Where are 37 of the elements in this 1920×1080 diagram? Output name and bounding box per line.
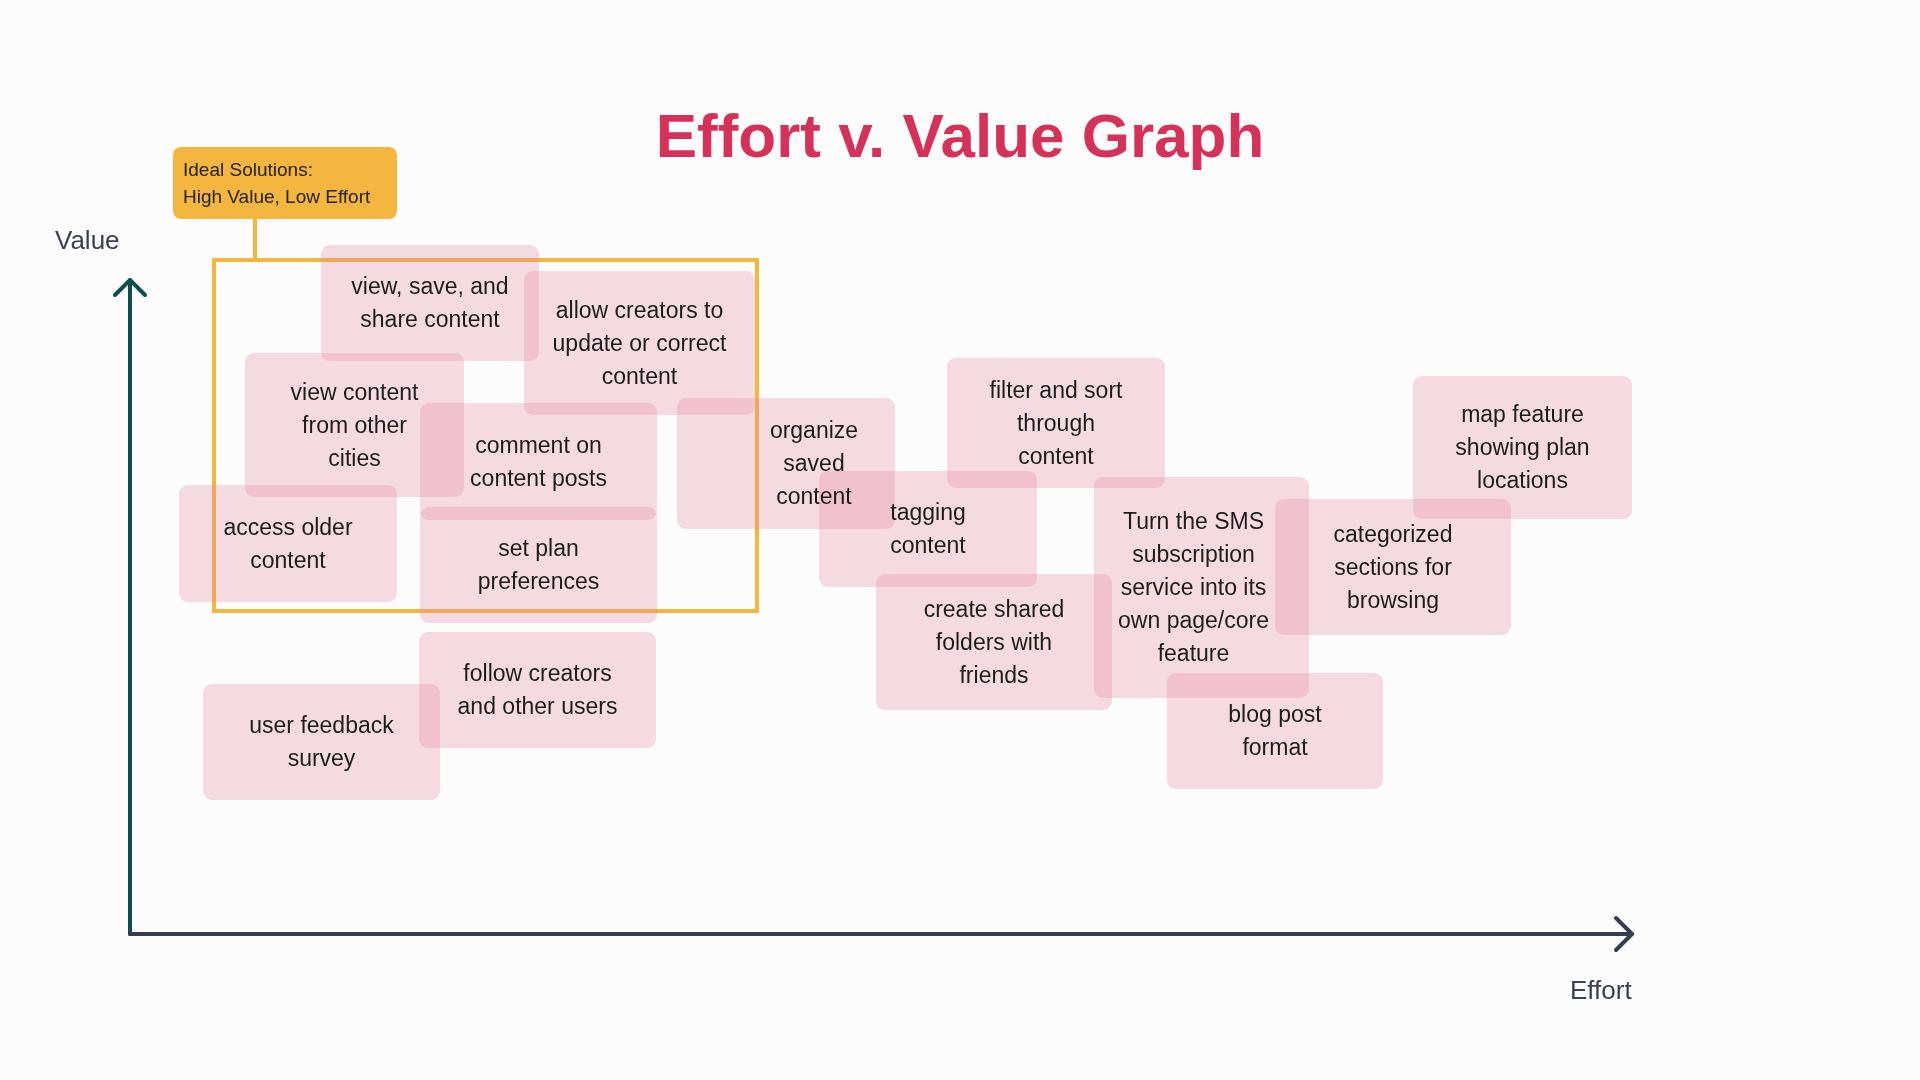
sticky-note <box>1413 376 1632 519</box>
note-text: tagging content <box>889 498 967 560</box>
note-text: access older content <box>222 512 354 575</box>
sticky-note <box>245 353 464 497</box>
note-text: categorized sections for browsing <box>1333 519 1453 615</box>
sticky-note <box>203 684 440 800</box>
note-text: map feature showing plan locations <box>1454 400 1591 495</box>
note-text: filter and sort through content <box>989 375 1123 471</box>
note-text: follow creators and other users <box>457 659 618 721</box>
sticky-note <box>1167 673 1383 789</box>
note-text: set plan preferences <box>477 534 600 596</box>
note-text: view, save, and share content <box>350 272 510 334</box>
note-text: allow creators to update or correct content <box>552 295 727 391</box>
sticky-note <box>876 574 1112 710</box>
callout-tag <box>173 147 397 219</box>
note-text: Turn the SMS subscription service into its own page/core feature <box>1117 507 1270 668</box>
sticky-note <box>1094 477 1309 698</box>
sticky-note <box>947 358 1165 488</box>
note-text: create shared folders with friends <box>923 594 1065 690</box>
highlight-frame <box>212 258 759 613</box>
note-text: comment on content posts <box>469 430 608 493</box>
sticky-note <box>419 632 656 748</box>
note-text: organize saved content <box>769 416 859 511</box>
axis-label: Value <box>55 225 120 255</box>
callout-heading: Ideal Solutions: <box>183 158 313 182</box>
leader-line <box>253 219 257 258</box>
sticky-note <box>179 485 397 602</box>
callout-text: High Value, Low Effort <box>183 185 371 209</box>
sticky-note <box>1275 499 1511 635</box>
sticky-note <box>321 245 539 361</box>
diagram-title: Effort v. Value Graph <box>655 100 1265 172</box>
note-text: blog post format <box>1227 700 1323 762</box>
note-text: user feedback survey <box>248 711 395 773</box>
axis-label: Effort <box>1570 975 1632 1005</box>
sticky-note <box>420 507 657 623</box>
note-text: view content from other cities <box>290 377 419 473</box>
sticky-note <box>524 271 755 415</box>
